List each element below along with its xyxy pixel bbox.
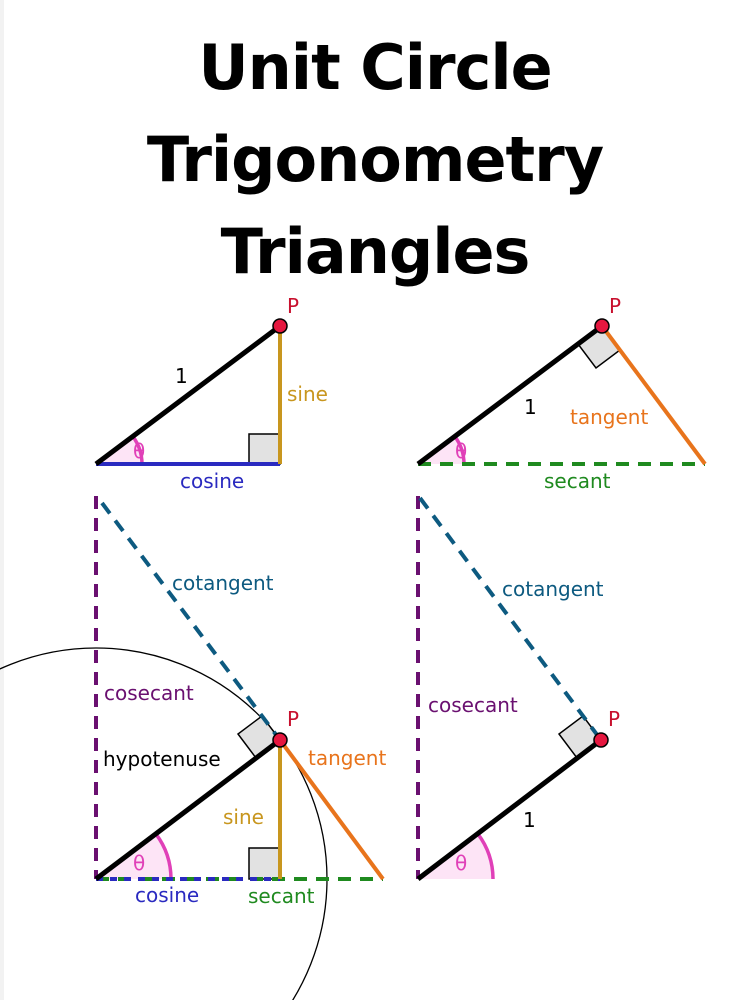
theta-label: θ <box>455 851 467 875</box>
cotangent-segment <box>418 496 603 742</box>
theta-label: θ <box>133 439 145 463</box>
theta-arc <box>154 832 173 880</box>
tangent-segment <box>278 738 385 881</box>
theta-label: θ <box>133 851 145 875</box>
point-label: P <box>609 294 621 318</box>
point-p-icon <box>593 732 609 748</box>
cosine-label: cosine <box>135 883 199 907</box>
title-line-1: Unit Circle <box>198 31 552 104</box>
diagram-bottom-right: P cotangent cosecant 1 θ <box>416 496 620 881</box>
cotangent-label: cotangent <box>172 571 274 595</box>
diagram-bottom-left: P cotangent cosecant hypotenuse tangent … <box>0 496 386 1000</box>
cosecant-label: cosecant <box>428 693 518 717</box>
sine-label: sine <box>223 805 264 829</box>
hyp-label: 1 <box>524 395 537 419</box>
hyp-label: 1 <box>523 808 536 832</box>
hypotenuse-label: hypotenuse <box>103 747 221 771</box>
point-label: P <box>608 707 620 731</box>
sine-label: sine <box>287 382 328 406</box>
point-p-icon <box>594 318 610 334</box>
diagram-top-left: P 1 sine cosine θ <box>94 294 328 493</box>
point-p-icon <box>272 732 288 748</box>
title-line-3: Triangles <box>220 215 531 288</box>
cosecant-label: cosecant <box>104 681 194 705</box>
cotangent-label: cotangent <box>502 577 604 601</box>
hypotenuse-segment <box>94 738 282 881</box>
theta-label: θ <box>455 439 467 463</box>
hypotenuse-segment <box>94 324 282 466</box>
point-label: P <box>287 294 299 318</box>
point-label: P <box>287 707 299 731</box>
secant-label: secant <box>544 469 611 493</box>
left-edge-strip <box>0 0 4 1000</box>
right-angle-marker <box>248 433 281 465</box>
title-line-2: Trigonometry <box>146 123 604 196</box>
secant-label: secant <box>248 884 315 908</box>
point-p-icon <box>272 318 288 334</box>
hypotenuse-segment <box>416 738 603 881</box>
hyp-label: 1 <box>175 364 188 388</box>
tangent-label: tangent <box>308 746 386 770</box>
right-angle-marker <box>248 847 281 880</box>
hypotenuse-segment <box>416 324 604 466</box>
theta-arc <box>476 832 495 880</box>
diagram-top-right: P 1 tangent secant θ <box>416 294 707 493</box>
page-title: Unit Circle Trigonometry Triangles <box>0 22 750 298</box>
cosine-label: cosine <box>180 469 244 493</box>
tangent-label: tangent <box>570 405 648 429</box>
tangent-segment <box>600 324 707 466</box>
cotangent-segment <box>100 501 282 742</box>
